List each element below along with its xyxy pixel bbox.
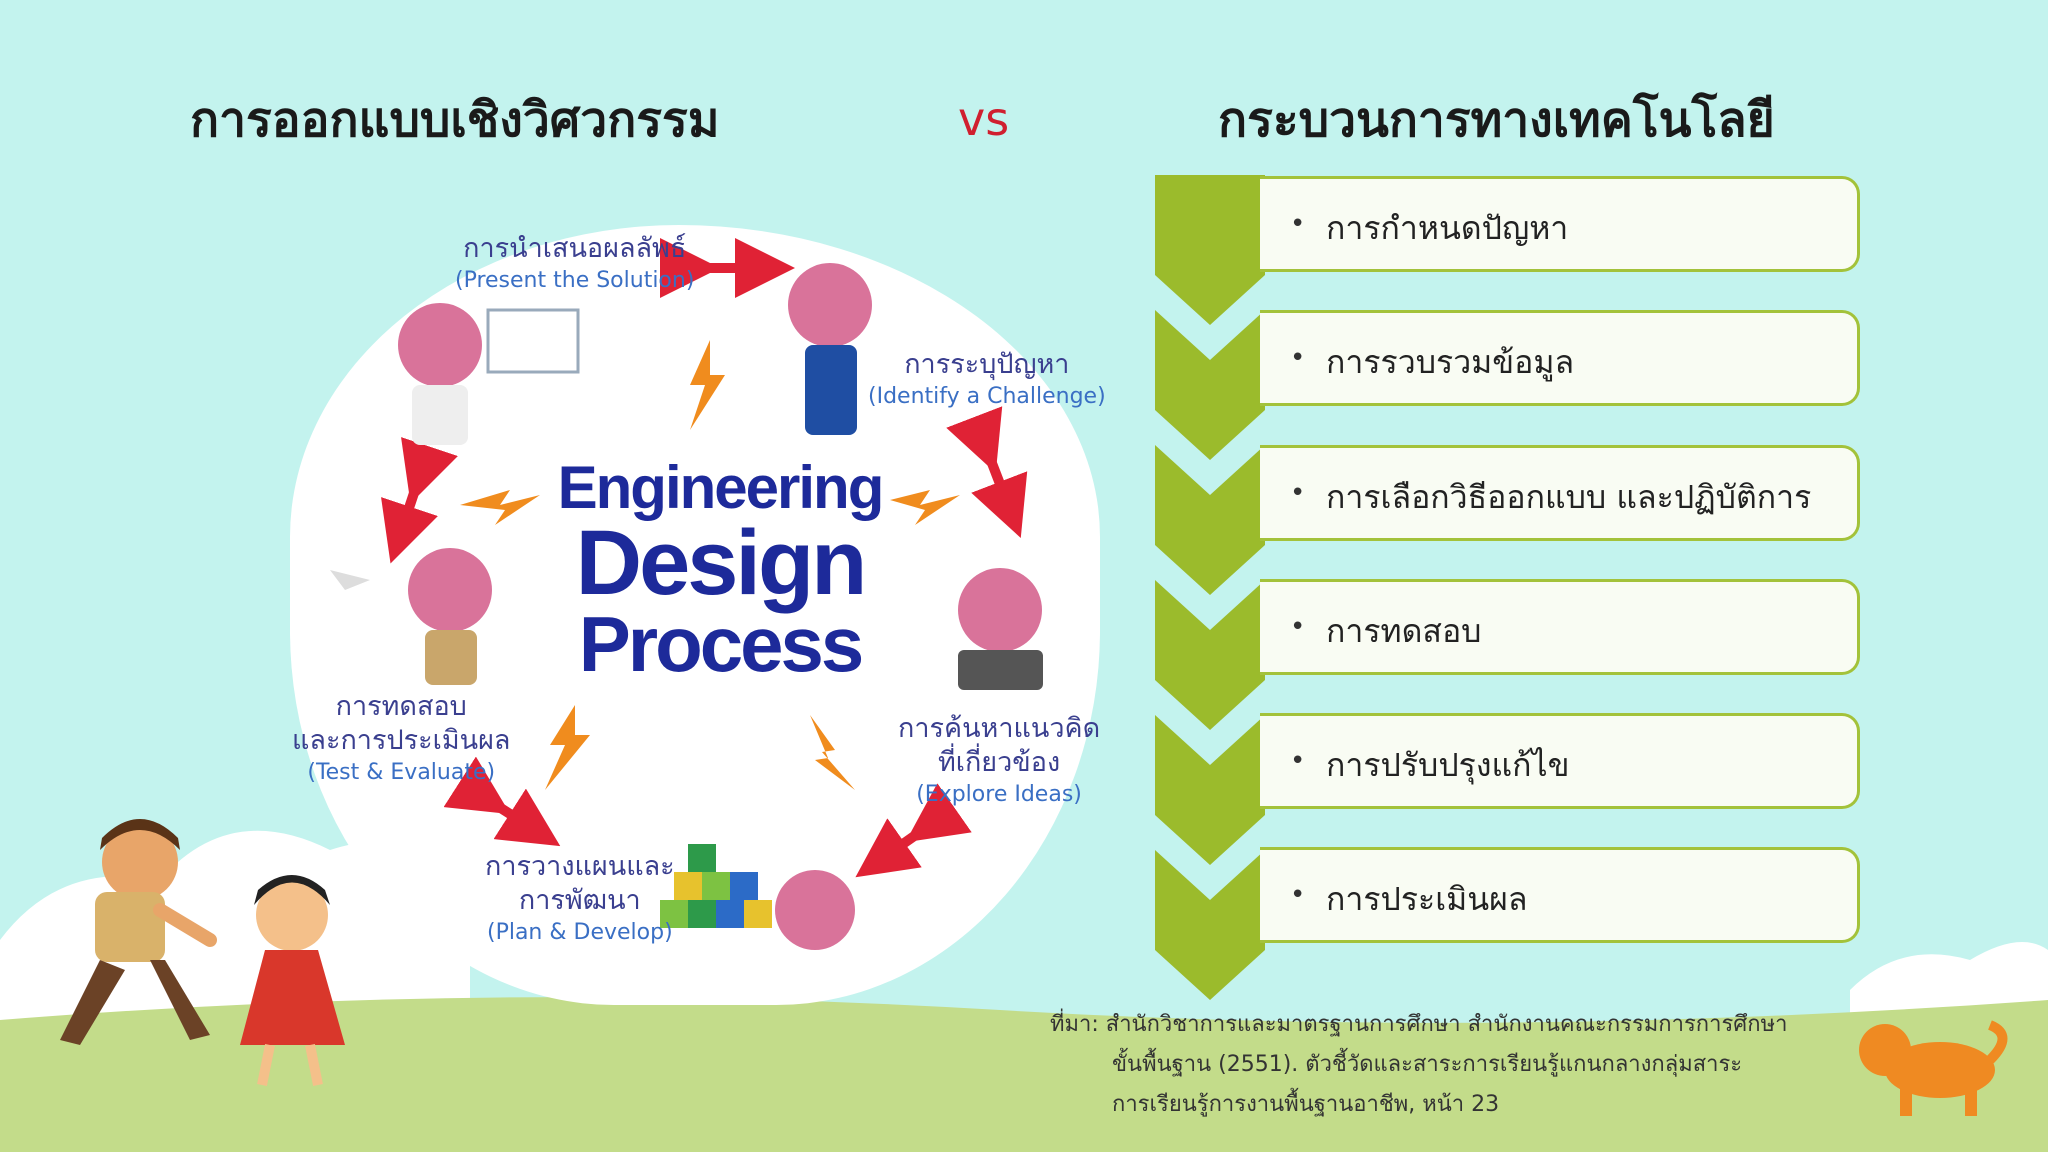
character-identify — [788, 263, 872, 435]
source-citation: ที่มา: สำนักวิชาการและมาตรฐานการศึกษา สำ… — [1050, 1005, 1787, 1125]
stage-label-en: (Present the Solution) — [455, 268, 695, 293]
stage-label-en: (Explore Ideas) — [916, 782, 1082, 807]
stage-label-th-2: ที่เกี่ยวข้อง — [937, 747, 1061, 778]
stage-label-en: (Identify a Challenge) — [868, 384, 1106, 409]
process-step-label: การทดสอบ — [1326, 612, 1482, 650]
stage-label-th: การค้นหาแนวคิด — [898, 713, 1101, 744]
chevron-5 — [1155, 715, 1265, 865]
arrow-test-present — [381, 437, 458, 564]
chevron-3 — [1155, 445, 1265, 595]
process-step-5: • การปรับปรุงแก้ไข — [1260, 713, 1860, 809]
engineering-design-process-logo: Engineering Design Process — [540, 454, 900, 688]
process-step-6: • การประเมินผล — [1260, 847, 1860, 943]
edp-line-3: Process — [578, 600, 865, 688]
arrow-explore-plan — [855, 783, 972, 878]
chevron-6 — [1155, 850, 1265, 1000]
dog-character — [1859, 1020, 2008, 1116]
title-vs: vs — [958, 92, 1010, 146]
edp-line-2: Design — [575, 512, 868, 614]
bolt-5 — [810, 715, 855, 790]
stage-identify-challenge: การระบุปัญหา (Identify a Challenge) — [868, 348, 1106, 412]
bullet: • — [1290, 478, 1306, 508]
edp-line-1: Engineering — [557, 454, 885, 521]
bolt-3 — [890, 490, 960, 525]
bullet: • — [1290, 343, 1306, 373]
girl-character — [240, 875, 345, 1086]
character-explore — [958, 568, 1043, 690]
process-step-4: • การทดสอบ — [1260, 579, 1860, 675]
stage-label-th-2: การพัฒนา — [518, 885, 641, 916]
arrow-plan-test — [443, 756, 561, 847]
bolt-4 — [545, 705, 590, 790]
stage-label-en: (Test & Evaluate) — [307, 760, 496, 785]
process-step-2: • การรวบรวมข้อมูล — [1260, 310, 1860, 406]
chevron-2 — [1155, 310, 1265, 460]
process-step-label: การประเมินผล — [1326, 880, 1528, 918]
bullet: • — [1290, 746, 1306, 776]
character-plan — [660, 844, 855, 950]
bullet: • — [1290, 880, 1306, 910]
source-line-3: การเรียนรู้การงานพื้นฐานอาชีพ, หน้า 23 — [1112, 1092, 1500, 1117]
bolt-2 — [460, 490, 540, 525]
stage-label-th-2: และการประเมินผล — [292, 725, 511, 756]
character-test — [330, 548, 492, 685]
stage-present-solution: การนำเสนอผลลัพธ์ (Present the Solution) — [455, 232, 694, 296]
process-step-label: การเลือกวิธีออกแบบ และปฏิบัติการ — [1326, 478, 1812, 516]
stage-label-th: การนำเสนอผลลัพธ์ — [463, 233, 687, 264]
arrow-identify-explore — [946, 406, 1028, 539]
chevron-column — [1155, 175, 1265, 1000]
title-engineering-design: การออกแบบเชิงวิศวกรรม — [190, 92, 720, 148]
process-step-1: • การกำหนดปัญหา — [1260, 176, 1860, 272]
process-step-label: การกำหนดปัญหา — [1326, 209, 1569, 247]
bullet: • — [1290, 612, 1306, 642]
stage-test-evaluate: การทดสอบ และการประเมินผล (Test & Evaluat… — [292, 690, 510, 788]
stage-label-th: การทดสอบ — [335, 691, 467, 722]
grass-ground — [0, 997, 2048, 1152]
stage-explore-ideas: การค้นหาแนวคิด ที่เกี่ยวข้อง (Explore Id… — [898, 712, 1100, 810]
process-step-label: การรวบรวมข้อมูล — [1326, 343, 1575, 381]
title-technology-process: กระบวนการทางเทคโนโลยี — [1218, 92, 1775, 148]
stage-label-th: การวางแผนและ — [485, 851, 675, 882]
character-present — [398, 303, 580, 445]
stage-plan-develop: การวางแผนและ การพัฒนา (Plan & Develop) — [485, 850, 675, 948]
process-step-3: • การเลือกวิธีออกแบบ และปฏิบัติการ — [1260, 445, 1860, 541]
bolt-1 — [690, 340, 725, 430]
bullet: • — [1290, 209, 1306, 239]
chevron-4 — [1155, 580, 1265, 730]
source-line-1: ที่มา: สำนักวิชาการและมาตรฐานการศึกษา สำ… — [1050, 1012, 1788, 1037]
process-step-label: การปรับปรุงแก้ไข — [1326, 746, 1570, 784]
stage-label-th: การระบุปัญหา — [904, 349, 1070, 380]
boy-character — [60, 819, 217, 1045]
chevron-1 — [1155, 175, 1265, 325]
stage-label-en: (Plan & Develop) — [486, 920, 673, 945]
source-line-2: ขั้นพื้นฐาน (2551). ตัวชี้วัดและสาระการเ… — [1112, 1052, 1743, 1077]
